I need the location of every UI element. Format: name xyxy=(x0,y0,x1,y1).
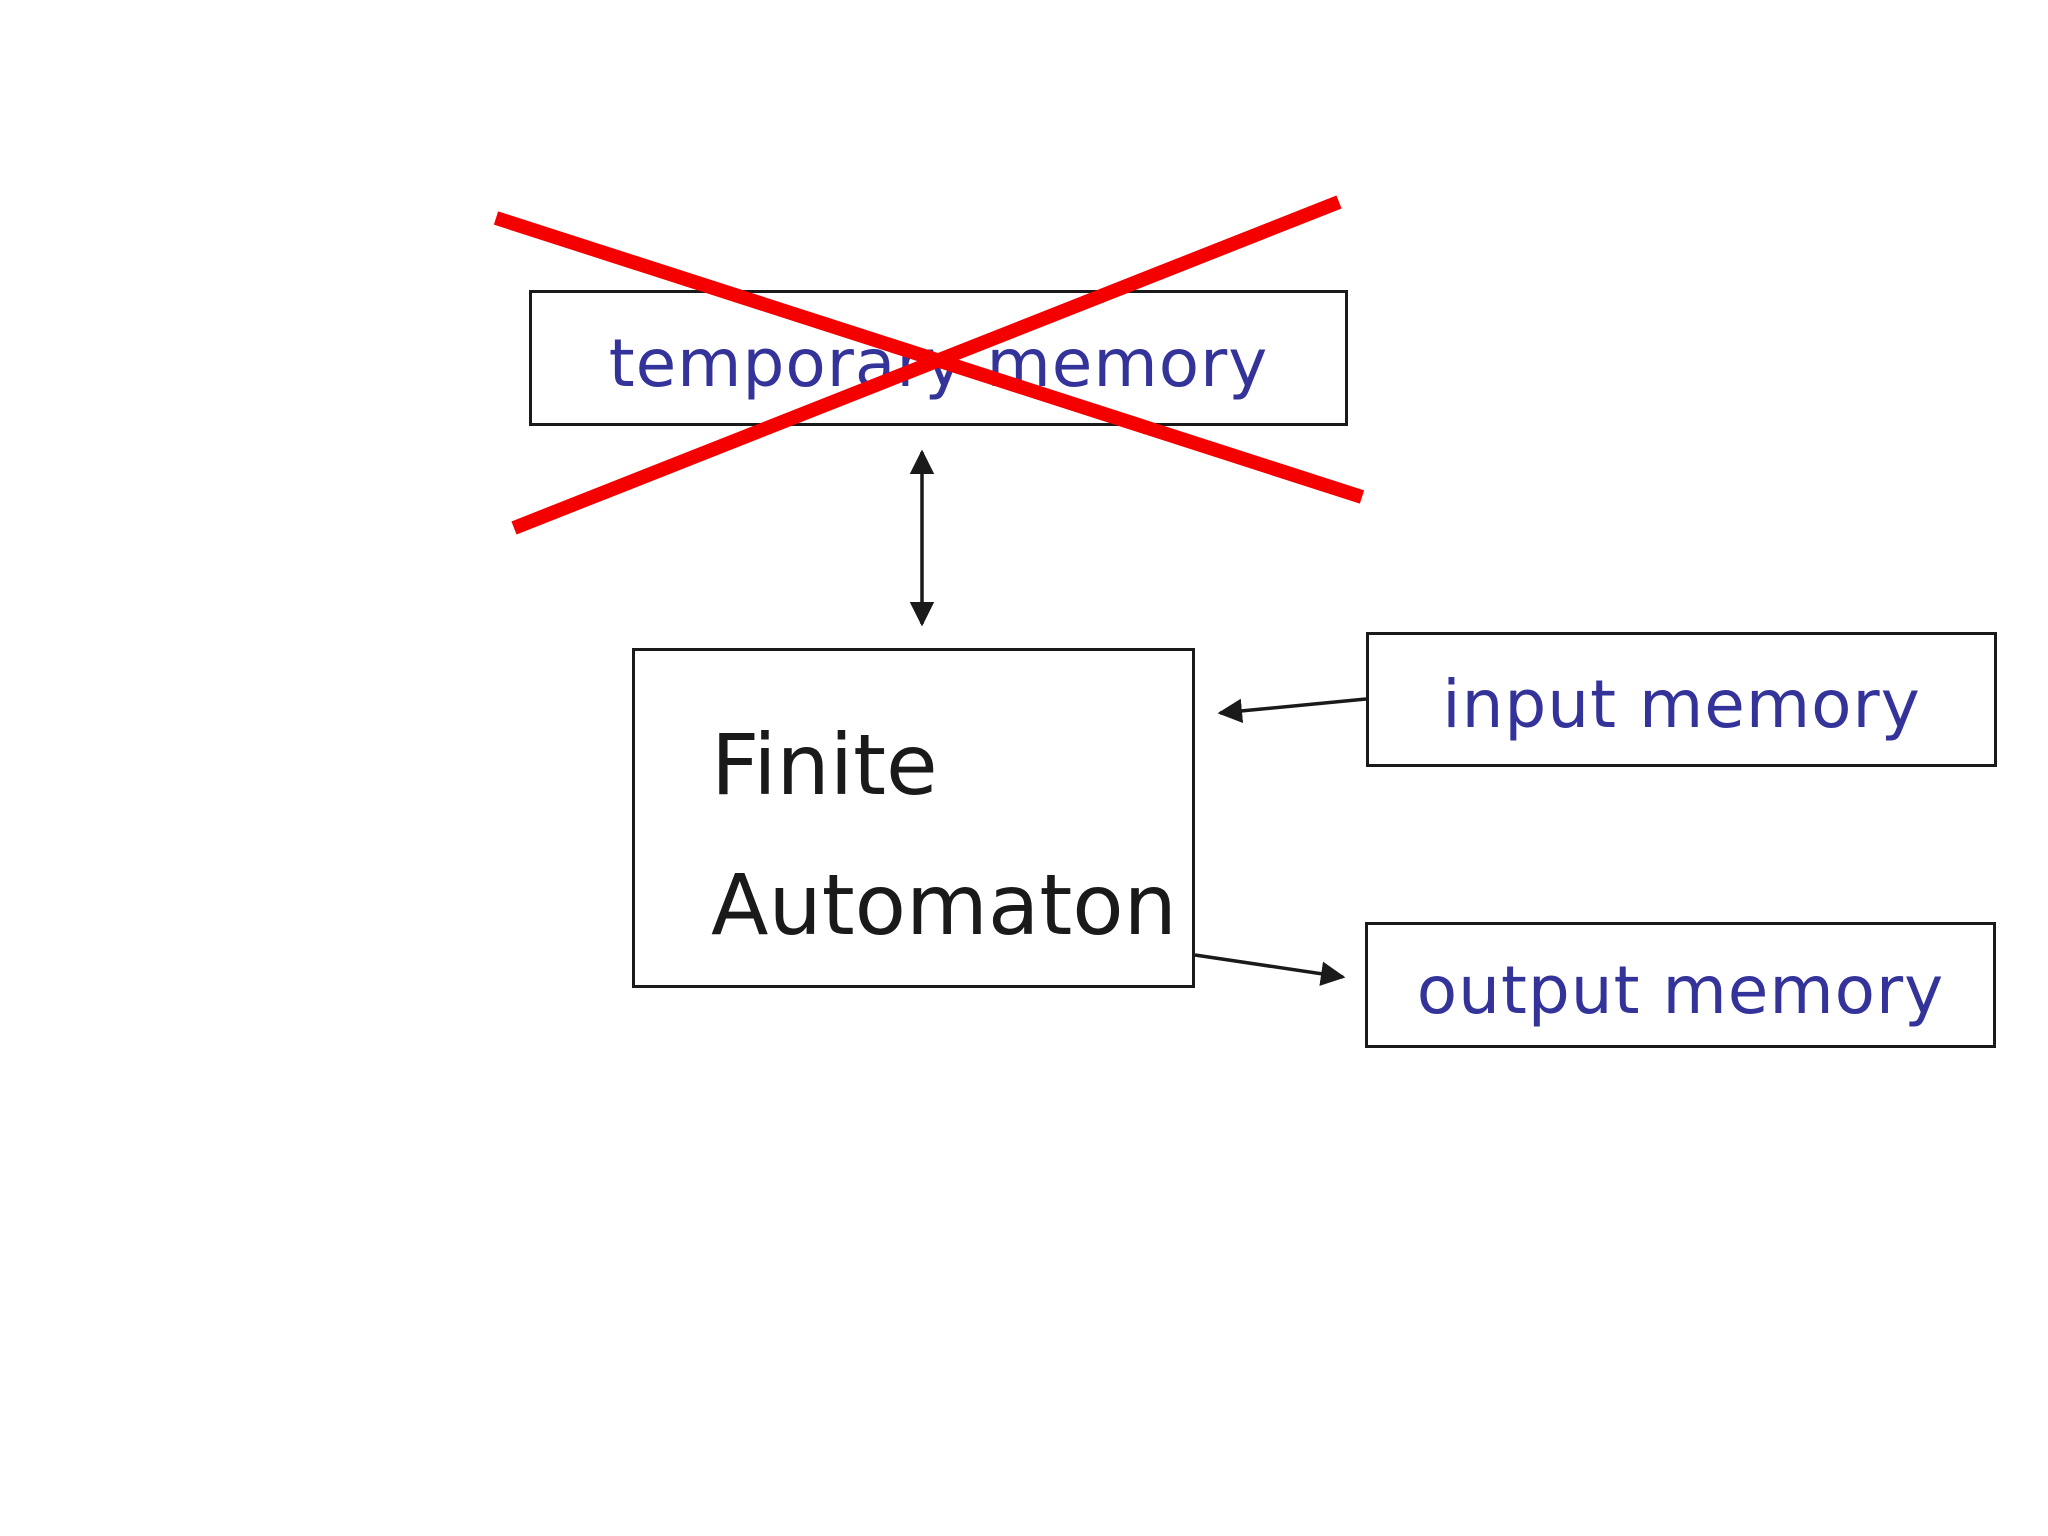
output-memory-label: output memory xyxy=(1416,951,1945,1029)
input-arrow xyxy=(1217,697,1367,724)
finite-automaton-label-line1: Finite xyxy=(711,716,938,814)
input-memory-label: input memory xyxy=(1442,666,1921,743)
output-memory-box: output memory xyxy=(1365,922,1996,1048)
finite-automaton-label-line2: Automaton xyxy=(711,856,1177,954)
finite-automaton-label: Finite Automaton xyxy=(635,651,1177,975)
temporary-memory-box: temporary memory xyxy=(529,290,1348,426)
output-arrow xyxy=(1194,953,1346,986)
input-memory-box: input memory xyxy=(1366,632,1997,767)
finite-automaton-box: Finite Automaton xyxy=(632,648,1195,988)
temporary-memory-label: temporary memory xyxy=(608,324,1269,402)
